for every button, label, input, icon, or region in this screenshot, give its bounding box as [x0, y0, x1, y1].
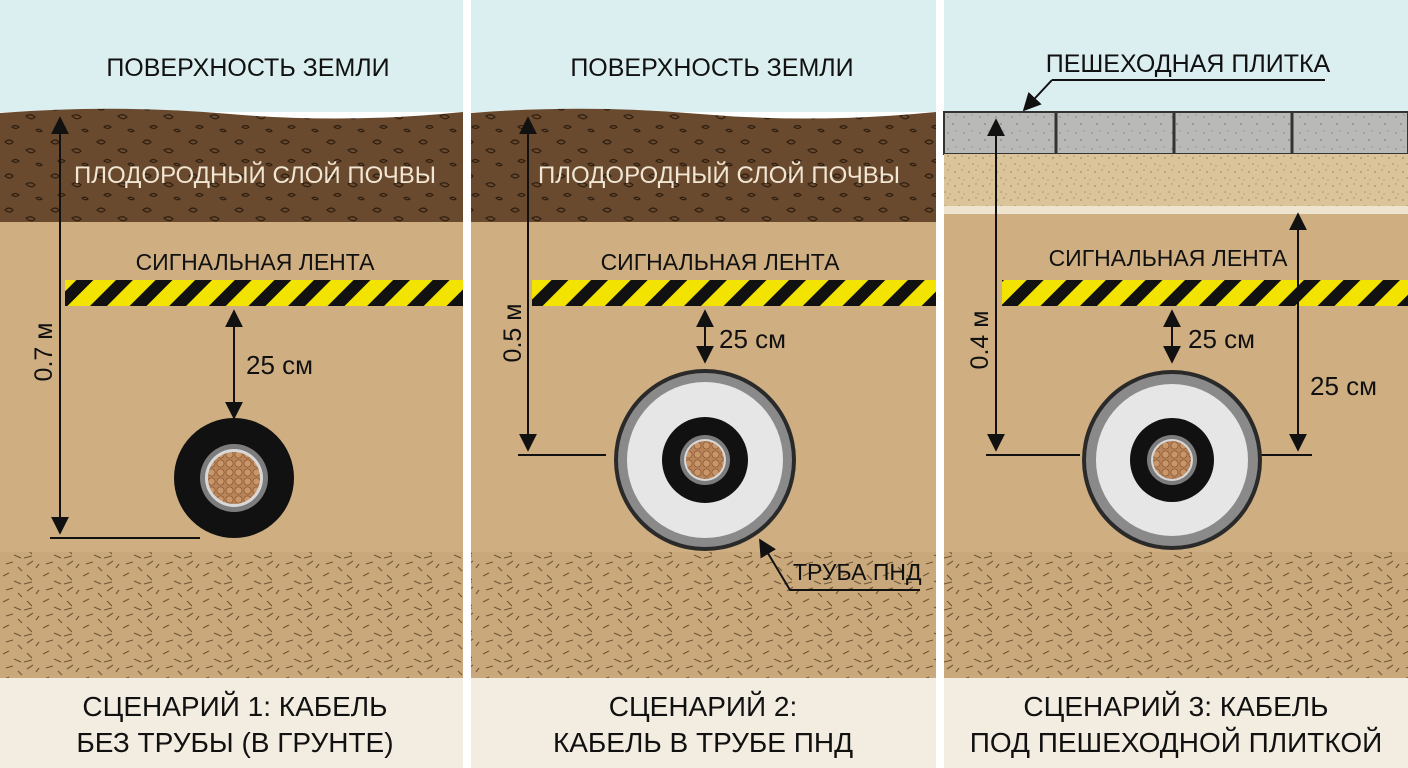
pipe-cross-section-icon	[1082, 370, 1262, 550]
gap-label: 25 см	[1188, 324, 1255, 354]
topsoil-layer	[0, 108, 463, 222]
warning-tape	[532, 280, 936, 306]
scenario-3-panel: ПЕШЕХОДНАЯ ПЛИТКА СИГНАЛЬНАЯ ЛЕНТА 0.4 м…	[943, 0, 1408, 768]
tile-label: ПЕШЕХОДНАЯ ПЛИТКА	[1046, 50, 1331, 78]
geotextile-layer	[944, 206, 1408, 214]
cable-cross-section-icon	[174, 418, 294, 538]
caption-line-2: ПОД ПЕШЕХОДНОЙ ПЛИТКОЙ	[970, 727, 1383, 758]
gravel-layer	[0, 552, 463, 678]
gap-label: 25 см	[719, 324, 786, 354]
tape-label: СИГНАЛЬНАЯ ЛЕНТА	[601, 249, 841, 275]
pipe-label: ТРУБА ПНД	[793, 559, 922, 585]
pipe-callout-arrow-icon	[759, 538, 920, 591]
tape-label: СИГНАЛЬНАЯ ЛЕНТА	[136, 249, 376, 275]
gravel-layer	[471, 552, 936, 678]
gap-label: 25 см	[246, 350, 313, 380]
warning-tape	[65, 280, 463, 306]
sky	[944, 0, 1408, 112]
pipe-cross-section-icon	[614, 369, 796, 551]
depth-label: 0.5 м	[499, 304, 527, 363]
caption-line-1: СЦЕНАРИЙ 1: КАБЕЛЬ	[82, 691, 387, 722]
sky	[0, 0, 463, 112]
caption-line-2: КАБЕЛЬ В ТРУБЕ ПНД	[553, 727, 853, 758]
caption-area	[0, 678, 463, 768]
caption-line-1: СЦЕНАРИЙ 2:	[609, 691, 798, 722]
depth-label: 0.4 м	[966, 311, 994, 370]
caption-line-2: БЕЗ ТРУБЫ (В ГРУНТЕ)	[76, 727, 393, 758]
topsoil-label: ПЛОДОРОДНЫЙ СЛОЙ ПОЧВЫ	[74, 161, 436, 189]
caption-area	[471, 678, 936, 768]
depth-label: 0.7 м	[30, 323, 58, 382]
gap2-label: 25 см	[1310, 371, 1377, 401]
scenario-2-panel: ПОВЕРХНОСТЬ ЗЕМЛИ ПЛОДОРОДНЫЙ СЛОЙ ПОЧВЫ…	[471, 0, 936, 768]
gravel-layer	[944, 552, 1408, 678]
surface-label: ПОВЕРХНОСТЬ ЗЕМЛИ	[570, 54, 853, 82]
pavement-tiles	[943, 111, 1408, 155]
sand-bed	[944, 154, 1408, 206]
sky	[471, 0, 936, 112]
tile-callout-arrow-icon	[1022, 79, 1053, 112]
divider	[463, 0, 471, 768]
warning-tape	[1002, 280, 1408, 306]
divider	[936, 0, 944, 768]
tape-label: СИГНАЛЬНАЯ ЛЕНТА	[1049, 245, 1289, 271]
caption-line-1: СЦЕНАРИЙ 3: КАБЕЛЬ	[1023, 691, 1328, 722]
surface-label: ПОВЕРХНОСТЬ ЗЕМЛИ	[106, 54, 389, 82]
topsoil-layer	[471, 108, 936, 222]
scenario-1-panel: ПОВЕРХНОСТЬ ЗЕМЛИ ПЛОДОРОДНЫЙ СЛОЙ ПОЧВЫ…	[0, 0, 463, 768]
topsoil-label: ПЛОДОРОДНЫЙ СЛОЙ ПОЧВЫ	[538, 161, 900, 189]
caption-area	[944, 678, 1408, 768]
